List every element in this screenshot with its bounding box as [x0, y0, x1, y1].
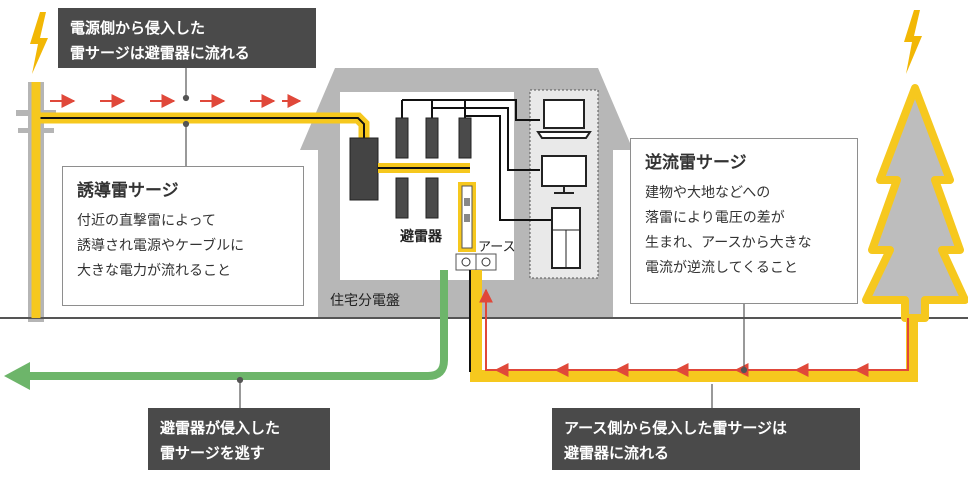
callout-power-side-line1: 電源側から侵入した	[70, 19, 206, 37]
callout-power-side-line2: 雷サージは避雷器に流れる	[70, 44, 250, 62]
callout-power-side: 電源側から侵入した 雷サージは避雷器に流れる	[58, 8, 316, 68]
callout-escape-line2: 雷サージを逃す	[160, 444, 265, 462]
leader-lines	[182, 62, 748, 410]
earth-line	[469, 270, 918, 382]
refrigerator-icon	[551, 207, 581, 269]
main-breaker	[349, 137, 379, 201]
callout-reverse-line1: 建物や大地などへの	[645, 185, 771, 201]
surge-arrows-earth	[479, 288, 909, 377]
callout-induced-surge: 誘導雷サージ 付近の直撃雷によって 誘導され電源やケーブルに 大きな電力が流れる…	[62, 166, 304, 306]
callout-reverse-title: 逆流雷サージ	[645, 153, 747, 173]
escape-path	[4, 270, 448, 390]
callout-escape-line1: 避雷器が侵入した	[160, 419, 281, 437]
callout-induced-line3: 大きな電力が流れること	[77, 263, 231, 279]
callout-earth-side-line1: アース側から侵入した雷サージは	[564, 419, 788, 437]
callout-induced-line2: 誘導され電源やケーブルに	[77, 238, 245, 254]
lightning-bolt-icon	[30, 12, 48, 74]
callout-reverse-line2: 落雷により電圧の差が	[645, 210, 785, 226]
earth-label: アース	[478, 240, 516, 255]
arrester-icon	[458, 182, 476, 252]
callout-earth-side: アース側から侵入した雷サージは 避雷器に流れる	[552, 408, 860, 470]
monitor-icon	[541, 155, 587, 194]
callout-reverse-line3: 生まれ、アースから大きな	[645, 235, 812, 251]
breaker-icon	[395, 117, 472, 219]
lightning-bolt-icon	[904, 10, 922, 74]
callout-reverse-line4: 電流が逆流してくること	[645, 260, 798, 276]
tree-icon	[862, 84, 968, 322]
power-line	[31, 82, 370, 318]
panel-label: 住宅分電盤	[330, 293, 400, 309]
callout-induced-line1: 付近の直撃雷によって	[77, 213, 216, 229]
callout-earth-side-line2: 避雷器に流れる	[564, 444, 670, 462]
callout-escape: 避雷器が侵入した 雷サージを逃す	[148, 408, 330, 470]
earth-terminal	[455, 253, 497, 271]
callout-induced-title: 誘導雷サージ	[77, 181, 179, 201]
callout-reverse-surge: 逆流雷サージ 建物や大地などへの 落雷により電圧の差が 生まれ、アースから大きな…	[630, 138, 858, 304]
arrester-label: 避雷器	[400, 229, 442, 245]
laptop-icon	[536, 99, 592, 139]
